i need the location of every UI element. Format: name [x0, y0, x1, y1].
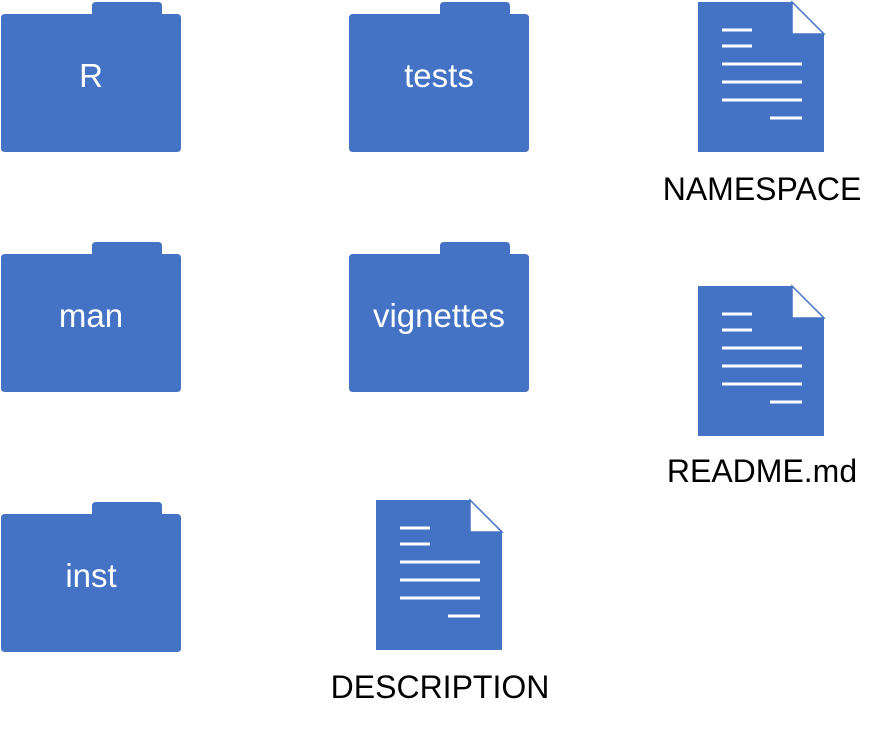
- folder-icon: [349, 2, 529, 152]
- folder-tests[interactable]: tests: [348, 0, 530, 152]
- file-label: DESCRIPTION: [330, 669, 550, 705]
- document-icon: [376, 498, 504, 650]
- folder-r[interactable]: R: [0, 0, 182, 152]
- folder-vignettes[interactable]: vignettes: [348, 240, 530, 392]
- folder-inst[interactable]: inst: [0, 500, 182, 652]
- folder-icon: [349, 242, 529, 392]
- file-readme[interactable]: README.md: [652, 284, 872, 494]
- folder-icon: [1, 502, 181, 652]
- file-namespace[interactable]: NAMESPACE: [652, 0, 872, 210]
- file-description[interactable]: DESCRIPTION: [330, 498, 550, 708]
- file-label: NAMESPACE: [662, 171, 862, 207]
- folder-man[interactable]: man: [0, 240, 182, 392]
- folder-icon: [1, 2, 181, 152]
- document-icon: [698, 0, 826, 152]
- file-label: README.md: [666, 453, 858, 489]
- folder-icon: [1, 242, 181, 392]
- document-icon: [698, 284, 826, 436]
